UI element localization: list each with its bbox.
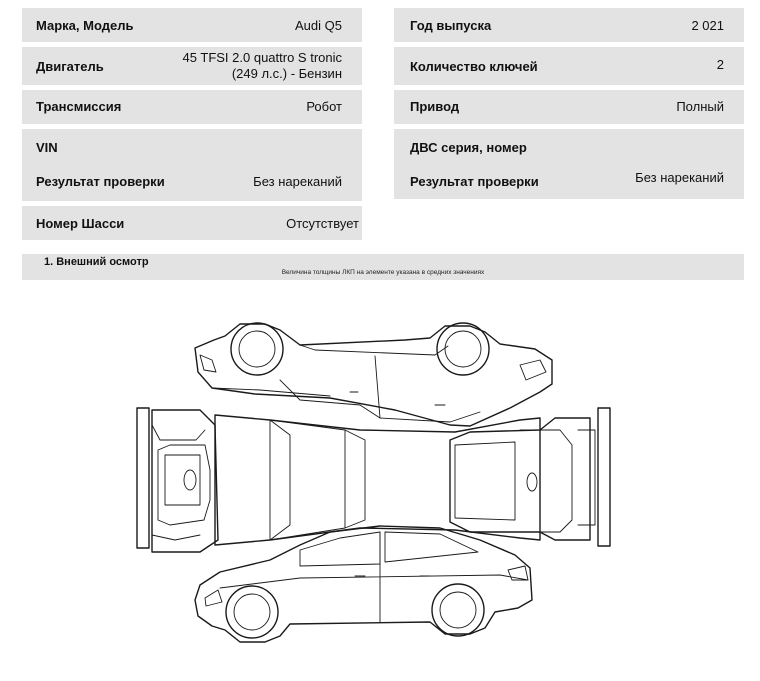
car-side-view-top bbox=[194, 322, 553, 427]
engine-check-result-label: Результат проверки bbox=[410, 174, 539, 189]
make-model-row: Марка, Модель Audi Q5 bbox=[22, 8, 362, 42]
engine-row: Двигатель 45 TFSI 2.0 quattro S tronic (… bbox=[22, 47, 362, 85]
engine-number-label: ДВС серия, номер bbox=[410, 140, 527, 155]
vin-check-block: VIN Результат проверки Без нареканий bbox=[22, 129, 362, 201]
chassis-row: Номер Шасси Отсутствует bbox=[22, 206, 362, 240]
car-top-view bbox=[214, 414, 541, 546]
drive-row: Привод Полный bbox=[394, 90, 744, 124]
keys-label: Количество ключей bbox=[410, 59, 538, 74]
section-title: 1. Внешний осмотр bbox=[44, 256, 149, 268]
transmission-label: Трансмиссия bbox=[36, 99, 122, 114]
vin-check-result-label: Результат проверки bbox=[36, 174, 165, 189]
car-body-diagram bbox=[136, 322, 611, 643]
make-model-label: Марка, Модель bbox=[36, 18, 134, 33]
engine-number-block: ДВС серия, номер Результат проверки Без … bbox=[394, 129, 744, 199]
car-front-view bbox=[136, 407, 219, 553]
engine-value-line2: (249 л.с.) - Бензин bbox=[231, 66, 342, 81]
exterior-section-header: 1. Внешний осмотр Величина толщины ЛКП н… bbox=[22, 254, 744, 280]
engine-value-line1: 45 TFSI 2.0 quattro S tronic bbox=[182, 50, 342, 65]
keys-row: Количество ключей 2 bbox=[394, 47, 744, 85]
vin-check-result-value: Без нареканий bbox=[253, 174, 342, 189]
transmission-row: Трансмиссия Робот bbox=[22, 90, 362, 124]
car-side-view-bottom bbox=[194, 525, 533, 643]
engine-check-result-value: Без нареканий bbox=[635, 170, 724, 185]
section-note: Величина толщины ЛКП на элементе указана… bbox=[281, 269, 485, 276]
drive-label: Привод bbox=[410, 99, 460, 114]
make-model-value: Audi Q5 bbox=[295, 18, 342, 33]
year-value: 2 021 bbox=[691, 18, 724, 33]
transmission-value: Робот bbox=[306, 99, 342, 114]
keys-value: 2 bbox=[716, 57, 724, 72]
chassis-label: Номер Шасси bbox=[36, 216, 125, 231]
vin-label: VIN bbox=[36, 140, 58, 155]
drive-value: Полный bbox=[676, 99, 724, 114]
car-rear-view bbox=[449, 407, 611, 547]
year-label: Год выпуска bbox=[410, 18, 492, 33]
chassis-value: Отсутствует bbox=[286, 216, 359, 231]
engine-label: Двигатель bbox=[36, 59, 104, 74]
year-row: Год выпуска 2 021 bbox=[394, 8, 744, 42]
